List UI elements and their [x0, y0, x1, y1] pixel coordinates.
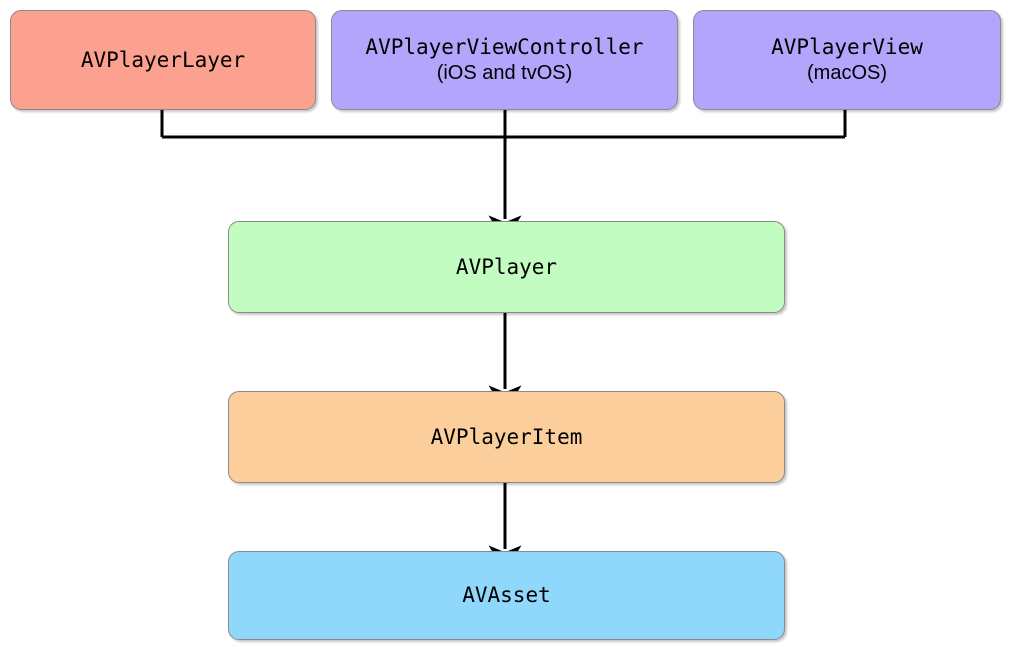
node-avplayerview[interactable]: AVPlayerView (macOS) — [693, 10, 1001, 110]
node-avplayer-title: AVPlayer — [455, 254, 558, 279]
node-avplayerviewcontroller-title: AVPlayerViewController — [365, 35, 644, 59]
node-avplayer[interactable]: AVPlayer — [228, 221, 785, 313]
node-avplayerviewcontroller-subtitle: (iOS and tvOS) — [436, 62, 573, 84]
node-avplayeritem-title: AVPlayerItem — [430, 424, 583, 449]
node-avplayerview-subtitle: (macOS) — [807, 62, 887, 84]
node-avplayerviewcontroller[interactable]: AVPlayerViewController (iOS and tvOS) — [331, 10, 678, 110]
node-avplayerlayer[interactable]: AVPlayerLayer — [10, 10, 316, 110]
node-avasset[interactable]: AVAsset — [228, 551, 785, 640]
node-avplayerview-title: AVPlayerView — [771, 35, 923, 59]
node-avplayeritem[interactable]: AVPlayerItem — [228, 391, 785, 483]
node-avasset-title: AVAsset — [462, 583, 551, 607]
node-avplayerlayer-title: AVPlayerLayer — [80, 47, 246, 72]
